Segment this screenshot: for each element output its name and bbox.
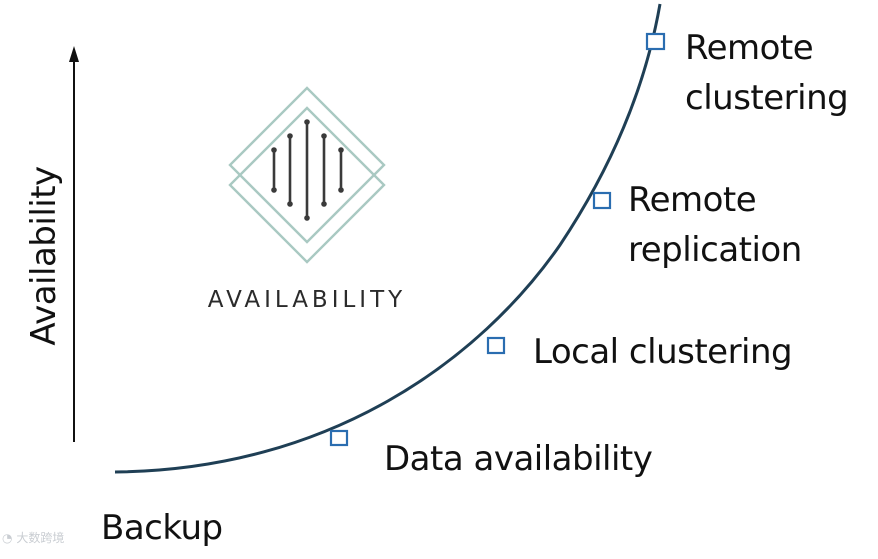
stage-label-line: replication (628, 230, 802, 270)
stage-label-line: Data availability (384, 439, 653, 479)
stage-label-data-availability: Data availability (384, 434, 653, 484)
watermark: ◔ 大数跨境 (2, 529, 64, 546)
stage-label-line: Backup (101, 508, 223, 548)
stage-marker-remote-replication (592, 191, 612, 210)
stage-marker-remote-clustering (645, 32, 666, 51)
stage-label-line: Remote (685, 28, 814, 68)
stage-marker-data-availability (329, 429, 349, 447)
logo-wordmark: AVAILABILITY (207, 287, 407, 313)
stage-marker-local-clustering (486, 336, 506, 355)
axis-title: Availability (24, 166, 64, 346)
availability-curve (114, 3, 662, 474)
watermark-text: 大数跨境 (16, 531, 65, 545)
stage-label-remote-clustering: Remote clustering (685, 23, 849, 123)
stage-label-backup: Backup (101, 503, 223, 553)
stage-label-line: Remote (628, 180, 757, 220)
stage-label-local-clustering: Local clustering (533, 327, 793, 377)
stage-label-line: Local clustering (533, 332, 793, 372)
stage-label-remote-replication: Remote replication (628, 175, 802, 275)
diamond-pillars-icon (228, 86, 386, 264)
watermark-logo-icon: ◔ (2, 531, 13, 545)
arrow-head-icon (69, 46, 79, 62)
stage-label-line: clustering (685, 78, 849, 118)
